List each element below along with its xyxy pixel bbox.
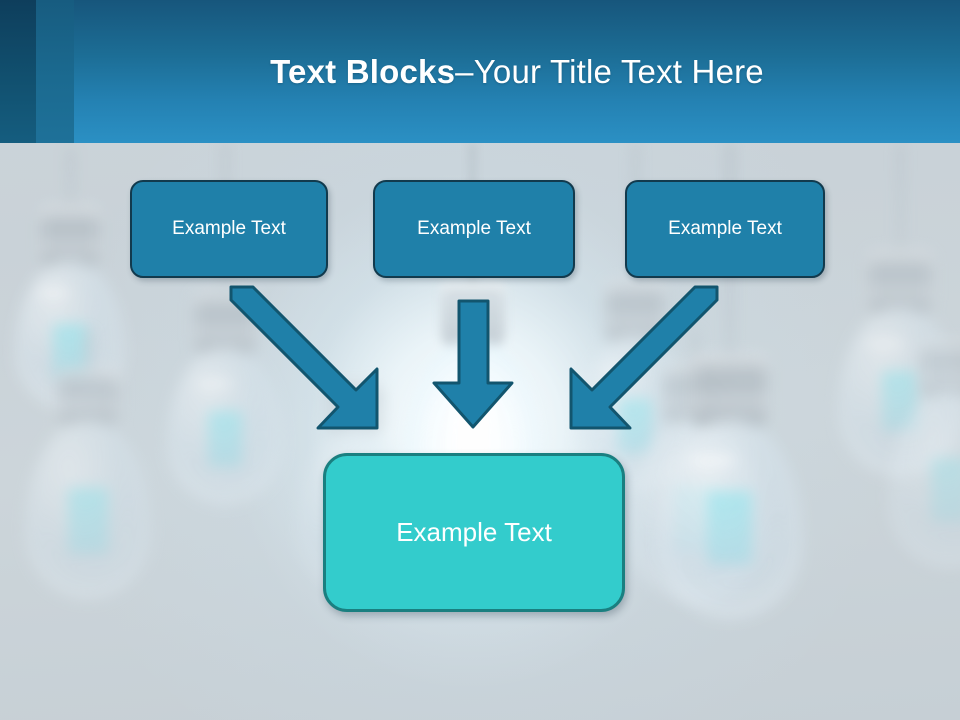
title-header-bar: Text Blocks – Your Title Text Here [0,0,960,143]
header-accent-band-dark [0,0,36,143]
lightbulb-shape [18,330,158,670]
example-text-box-1-label: Example Text [172,218,286,239]
bulb-filament [708,491,752,565]
bulb-cap [325,380,385,434]
page-title-regular: Your Title Text Here [473,52,764,90]
page-title: Text Blocks – Your Title Text Here [74,0,960,143]
lightbulb-shape [830,143,960,503]
bulb-cap [56,368,120,426]
bulb-cord [67,148,73,208]
bulb-highlight [687,455,737,466]
bulb-filament [208,411,242,467]
header-accent-band-mid [36,0,74,143]
bulb-highlight [194,379,234,388]
example-text-box-3-label: Example Text [668,218,782,239]
bulb-cap [193,291,257,355]
result-text-box-label: Example Text [396,517,552,547]
bulb-highlight [36,288,70,297]
bulb-cap [439,281,506,347]
bulb-filament [931,458,960,522]
example-text-box-1[interactable]: Example Text [130,180,328,278]
bulb-highlight [864,339,906,348]
example-text-box-3[interactable]: Example Text [625,180,825,278]
bulb-cap [39,206,101,268]
bulb-glass [25,420,151,600]
bulb-cord [897,143,903,253]
example-text-box-2-label: Example Text [417,218,531,239]
bulb-filament [882,371,918,431]
bulb-cord [85,330,91,370]
page-title-bold: Text Blocks [270,52,456,90]
bulb-filament [68,488,108,554]
bulb-cap [867,251,933,315]
lightbulb-shape [880,340,960,670]
result-text-box[interactable]: Example Text [323,453,625,612]
bulb-cap [918,340,960,398]
example-text-box-2[interactable]: Example Text [373,180,575,278]
bulb-cap [691,355,769,427]
page-title-separator: – [455,52,474,90]
